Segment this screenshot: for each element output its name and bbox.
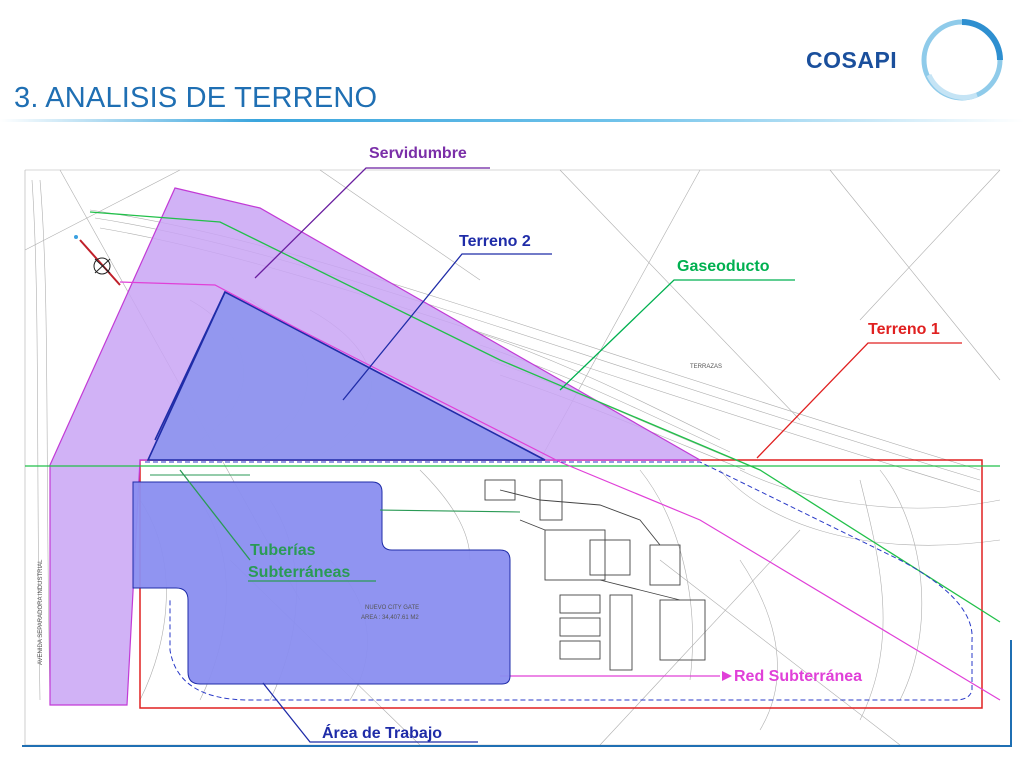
tuberias-label-line2: Subterráneas	[248, 564, 350, 581]
terreno2-edge	[154, 291, 226, 441]
tuberias-lines	[150, 474, 521, 513]
servidumbre-label: Servidumbre	[369, 145, 467, 162]
red-subterranea-lines	[119, 281, 1001, 701]
area-trabajo-zone	[132, 481, 511, 685]
servidumbre-leader	[254, 167, 490, 279]
tuberias-leader	[179, 469, 251, 561]
area-trabajo-leader	[262, 682, 478, 743]
city-gate-name: NUEVO CITY GATE	[365, 605, 419, 611]
terreno2-area	[146, 290, 546, 461]
title-underline	[0, 119, 1024, 122]
terreno2-leader	[342, 253, 552, 401]
north-arrow-icon	[74, 235, 121, 286]
gaseoducto-lines	[25, 211, 1001, 623]
terrace-label: TERRAZAS	[690, 364, 722, 370]
avenue-name: AVENIDA SEPARADORA INDUSTRIAL	[38, 559, 44, 665]
terreno1-label: Terreno 1	[868, 321, 940, 338]
company-logo-ring-icon	[921, 19, 1003, 101]
company-logo-text: COSAPI	[806, 47, 898, 73]
red-subterranea-arrowhead	[722, 671, 732, 681]
red-subterranea-label: Red Subterránea	[734, 668, 862, 685]
gaseoducto-leader	[559, 279, 795, 391]
right-rule	[1010, 640, 1012, 747]
city-gate-equipment	[484, 479, 706, 671]
tuberias-label-line1: Tuberías	[250, 542, 316, 559]
terreno2-label: Terreno 2	[459, 233, 531, 250]
terreno1-leader	[756, 342, 962, 459]
area-trabajo-label: Área de Trabajo	[322, 723, 442, 742]
dashed-boundary	[145, 461, 973, 701]
city-gate-area: AREA : 34,407.61 M2	[361, 615, 419, 621]
gaseoducto-label: Gaseoducto	[677, 258, 770, 275]
bottom-rule	[22, 745, 1012, 747]
slide-title: 3. ANALISIS DE TERRENO	[14, 82, 378, 114]
